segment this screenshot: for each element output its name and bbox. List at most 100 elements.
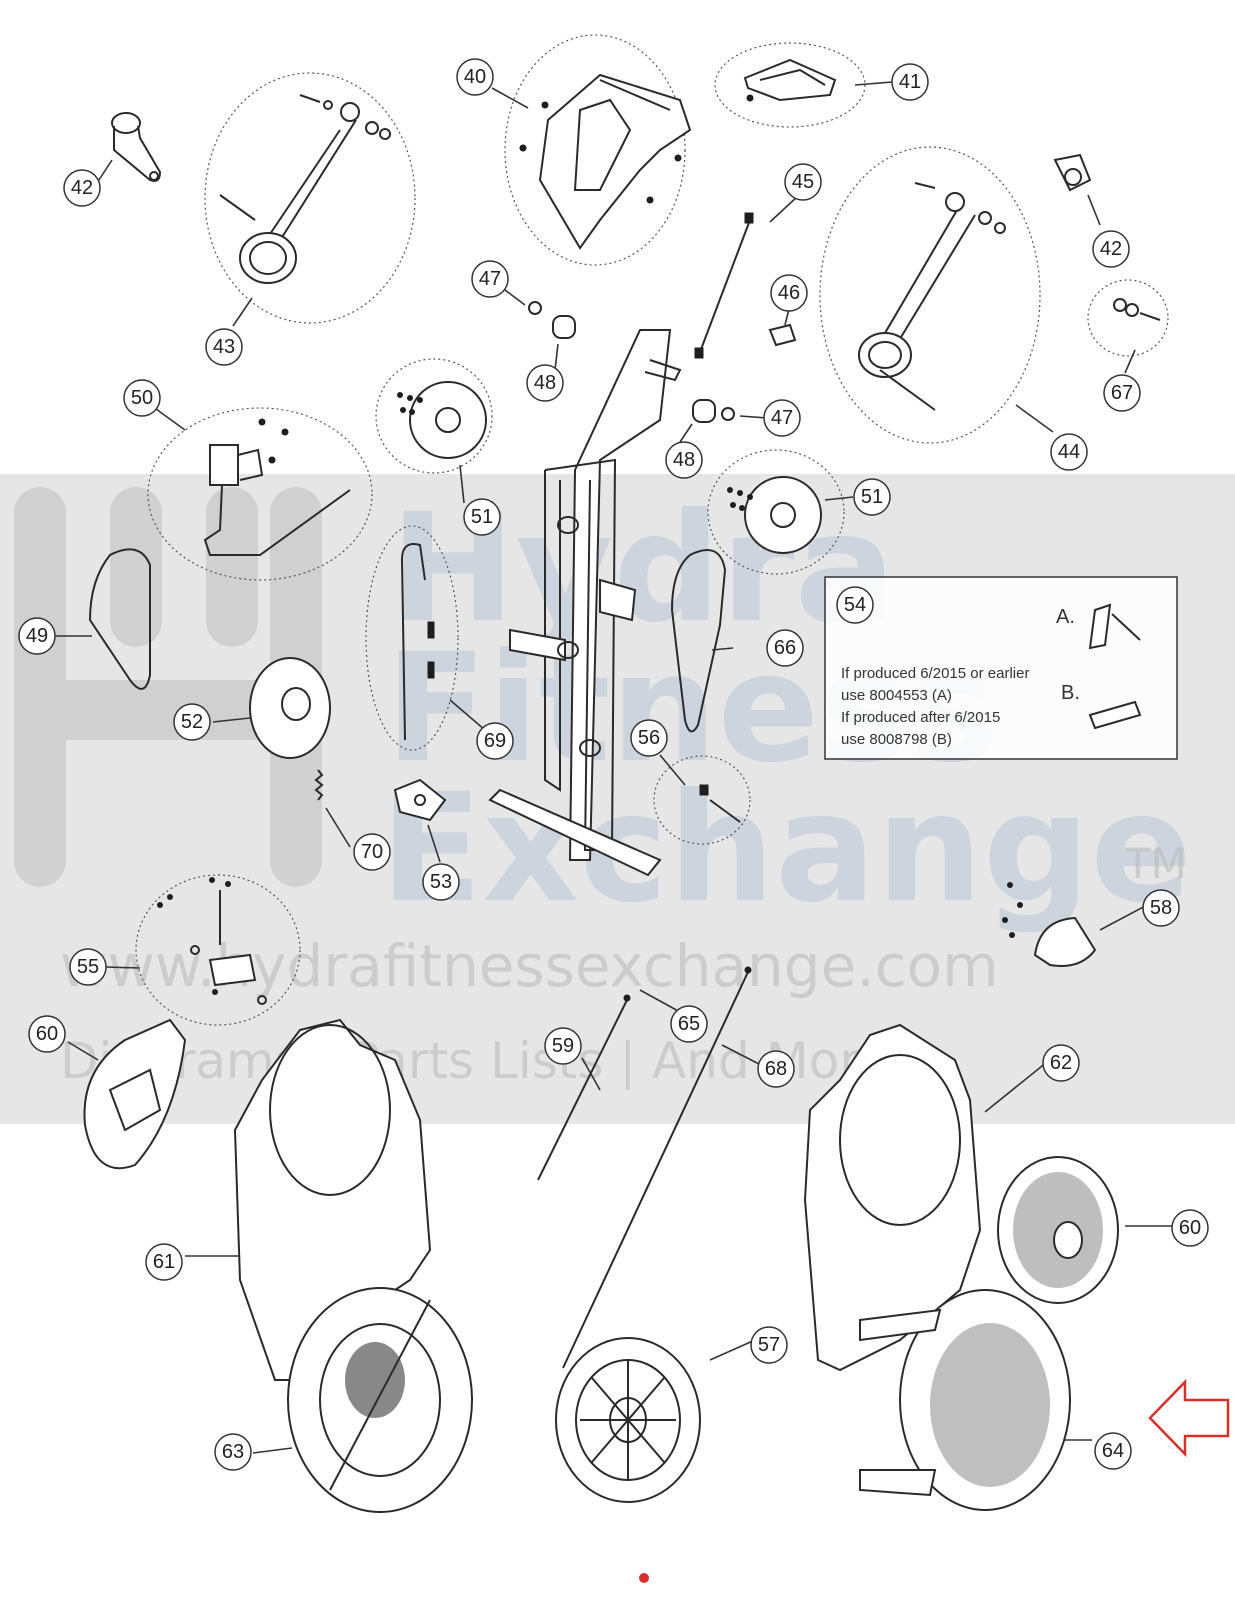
- svg-text:54: 54: [844, 594, 866, 616]
- callout-53: 53: [422, 863, 460, 901]
- main-frame: [488, 329, 682, 877]
- callout-56: 56: [630, 719, 668, 757]
- part-57-fan: [555, 1337, 701, 1503]
- part-68-cable: [562, 966, 752, 1369]
- svg-text:51: 51: [471, 506, 493, 528]
- svg-text:65: 65: [678, 1013, 700, 1035]
- callout-48a: 48: [526, 364, 564, 402]
- part-55-hardware: [157, 877, 267, 1005]
- part-41-top-bracket: [743, 58, 837, 102]
- part-53-bracket: [393, 778, 447, 822]
- callout-42a: 42: [63, 169, 101, 207]
- part-59-rod: [537, 994, 631, 1181]
- callout-43: 43: [205, 328, 243, 366]
- callout-46: 46: [770, 274, 808, 312]
- part-47-48-bushings: [528, 301, 735, 423]
- note-line-3: If produced after 6/2015: [841, 709, 1000, 726]
- callout-47a: 47: [471, 260, 509, 298]
- callout-60b: 60: [1171, 1209, 1209, 1247]
- part-62-right-shroud: [803, 1023, 982, 1372]
- callout-48b: 48: [665, 441, 703, 479]
- leader-lines: [55, 81, 1180, 1454]
- callout-41: 41: [891, 63, 929, 101]
- svg-text:70: 70: [361, 841, 383, 863]
- callout-52: 52: [173, 703, 211, 741]
- part-50-harness: [203, 418, 351, 556]
- svg-text:40: 40: [464, 66, 486, 88]
- callout-55: 55: [69, 948, 107, 986]
- callout-63: 63: [214, 1433, 252, 1471]
- part-51-pulley-left: [397, 381, 487, 459]
- svg-text:60: 60: [1179, 1217, 1201, 1239]
- watermark-word-3: Exchange: [380, 762, 1192, 936]
- svg-text:41: 41: [899, 71, 921, 93]
- svg-text:42: 42: [71, 177, 93, 199]
- callout-67: 67: [1103, 374, 1141, 412]
- svg-text:63: 63: [222, 1441, 244, 1463]
- callout-42b: 42: [1092, 230, 1130, 268]
- watermark-tagline: Diagrams | Parts Lists | And More: [60, 1032, 890, 1090]
- part-69-rod: [400, 543, 435, 741]
- callout-65: 65: [670, 1005, 708, 1043]
- callout-45: 45: [784, 163, 822, 201]
- option-a-part: [1088, 603, 1112, 650]
- group-outlines: [135, 34, 1169, 1026]
- part-63-left-housing: [287, 1287, 473, 1513]
- callouts: 40 41 42 42 43 44 45 46 47 47 48 48 49 5…: [18, 58, 1209, 1471]
- highlight-arrow-icon: [1148, 1378, 1230, 1458]
- svg-text:55: 55: [77, 956, 99, 978]
- callout-51b: 51: [853, 478, 891, 516]
- svg-text:45: 45: [792, 171, 814, 193]
- part-60-left-cap: [83, 1018, 187, 1170]
- svg-text:56: 56: [638, 727, 660, 749]
- callout-61: 61: [145, 1243, 183, 1281]
- watermark: Hydra Fitness Exchange TM www.hydrafitne…: [0, 474, 1235, 1124]
- part-51-pulley-right: [727, 476, 822, 554]
- part-64-right-housing: [859, 1289, 1071, 1511]
- svg-text:42: 42: [1100, 238, 1122, 260]
- part-42-left: [111, 112, 162, 182]
- callout-59: 59: [544, 1027, 582, 1065]
- part-43-left-arm: [219, 94, 391, 284]
- svg-text:48: 48: [673, 449, 695, 471]
- svg-text:49: 49: [26, 625, 48, 647]
- part-70-spring: [314, 769, 324, 801]
- note-line-1: If produced 6/2015 or earlier: [841, 665, 1029, 682]
- part-58-cap: [1002, 882, 1097, 967]
- part-60-right-cap: [997, 1156, 1119, 1304]
- page-indicator-dot: [639, 1573, 649, 1583]
- svg-text:69: 69: [484, 730, 506, 752]
- callout-64: 64: [1094, 1432, 1132, 1470]
- svg-text:64: 64: [1102, 1440, 1124, 1462]
- note-line-2: use 8004553 (A): [841, 687, 952, 704]
- svg-text:61: 61: [153, 1251, 175, 1273]
- svg-text:47: 47: [771, 407, 793, 429]
- svg-text:62: 62: [1050, 1052, 1072, 1074]
- note-box-54: If produced 6/2015 or earlier use 800455…: [824, 576, 1178, 760]
- svg-text:67: 67: [1111, 382, 1133, 404]
- svg-text:51: 51: [861, 486, 883, 508]
- svg-text:50: 50: [131, 387, 153, 409]
- callout-47b: 47: [763, 399, 801, 437]
- svg-text:68: 68: [765, 1058, 787, 1080]
- part-49-belt: [88, 548, 151, 690]
- note-option-a: A.: [1056, 606, 1075, 628]
- callout-66: 66: [766, 629, 804, 667]
- svg-text:57: 57: [758, 1334, 780, 1356]
- svg-text:58: 58: [1150, 897, 1172, 919]
- option-b-part: [1088, 700, 1142, 730]
- svg-text:48: 48: [534, 372, 556, 394]
- part-44-right-arm: [858, 182, 1006, 411]
- part-66-belt: [670, 549, 727, 733]
- note-box-frame: [824, 576, 1178, 760]
- callout-57: 57: [750, 1326, 788, 1364]
- svg-text:46: 46: [778, 282, 800, 304]
- part-40-front-cover: [519, 73, 692, 250]
- svg-text:53: 53: [430, 871, 452, 893]
- note-option-b: B.: [1061, 682, 1080, 704]
- part-56: [699, 784, 741, 823]
- part-52-disc: [249, 657, 331, 759]
- part-67: [1113, 298, 1161, 321]
